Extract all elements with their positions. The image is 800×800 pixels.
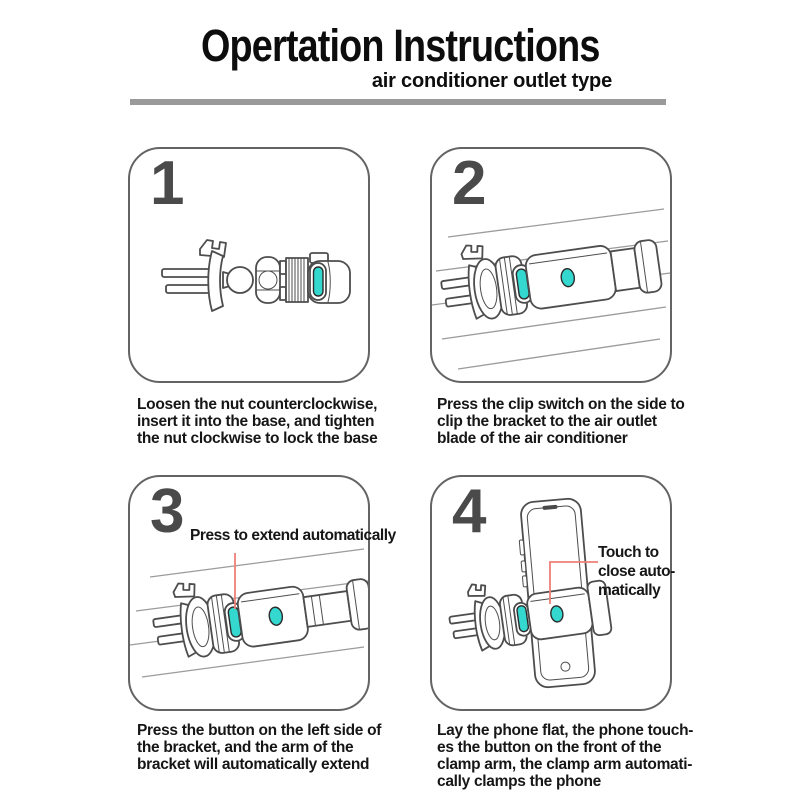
step-3-panel: 3 Press to extend automatically [128, 475, 396, 711]
step-4-number: 4 [452, 477, 487, 546]
page-title: Opertation Instructions [200, 20, 600, 71]
header-divider-bar [130, 99, 666, 105]
header: Opertation Instructions [0, 20, 800, 71]
step-3-extend-arm-illustration [130, 548, 368, 678]
step-3-annotation: Press to extend automatically [190, 527, 396, 544]
step-3-caption: Press the button on the left side of the… [137, 722, 382, 773]
step-1-number: 1 [150, 149, 185, 218]
step-2-number: 2 [452, 149, 487, 218]
step-4-phone-clamp-illustration [448, 497, 613, 689]
step-2-panel: 2 [430, 147, 672, 383]
step-4-pointer-line [549, 561, 598, 604]
step-4-annotation: Touch to close auto- matically [598, 544, 675, 599]
page-subtitle: air conditioner outlet type [371, 70, 612, 92]
step-4-caption: Lay the phone flat, the phone touch- es … [437, 722, 694, 790]
step-2-mounting-illustration [432, 208, 670, 370]
step-1-exploded-parts-illustration [161, 239, 351, 312]
step-4-panel: 4 Touch to close auto- matically [430, 475, 675, 711]
step-1-caption: Loosen the nut counterclockwise, insert … [137, 396, 378, 447]
step-3-number: 3 [150, 477, 185, 546]
step-2-caption: Press the clip switch on the side to cli… [437, 396, 685, 447]
step-1-panel: 1 [128, 147, 370, 383]
